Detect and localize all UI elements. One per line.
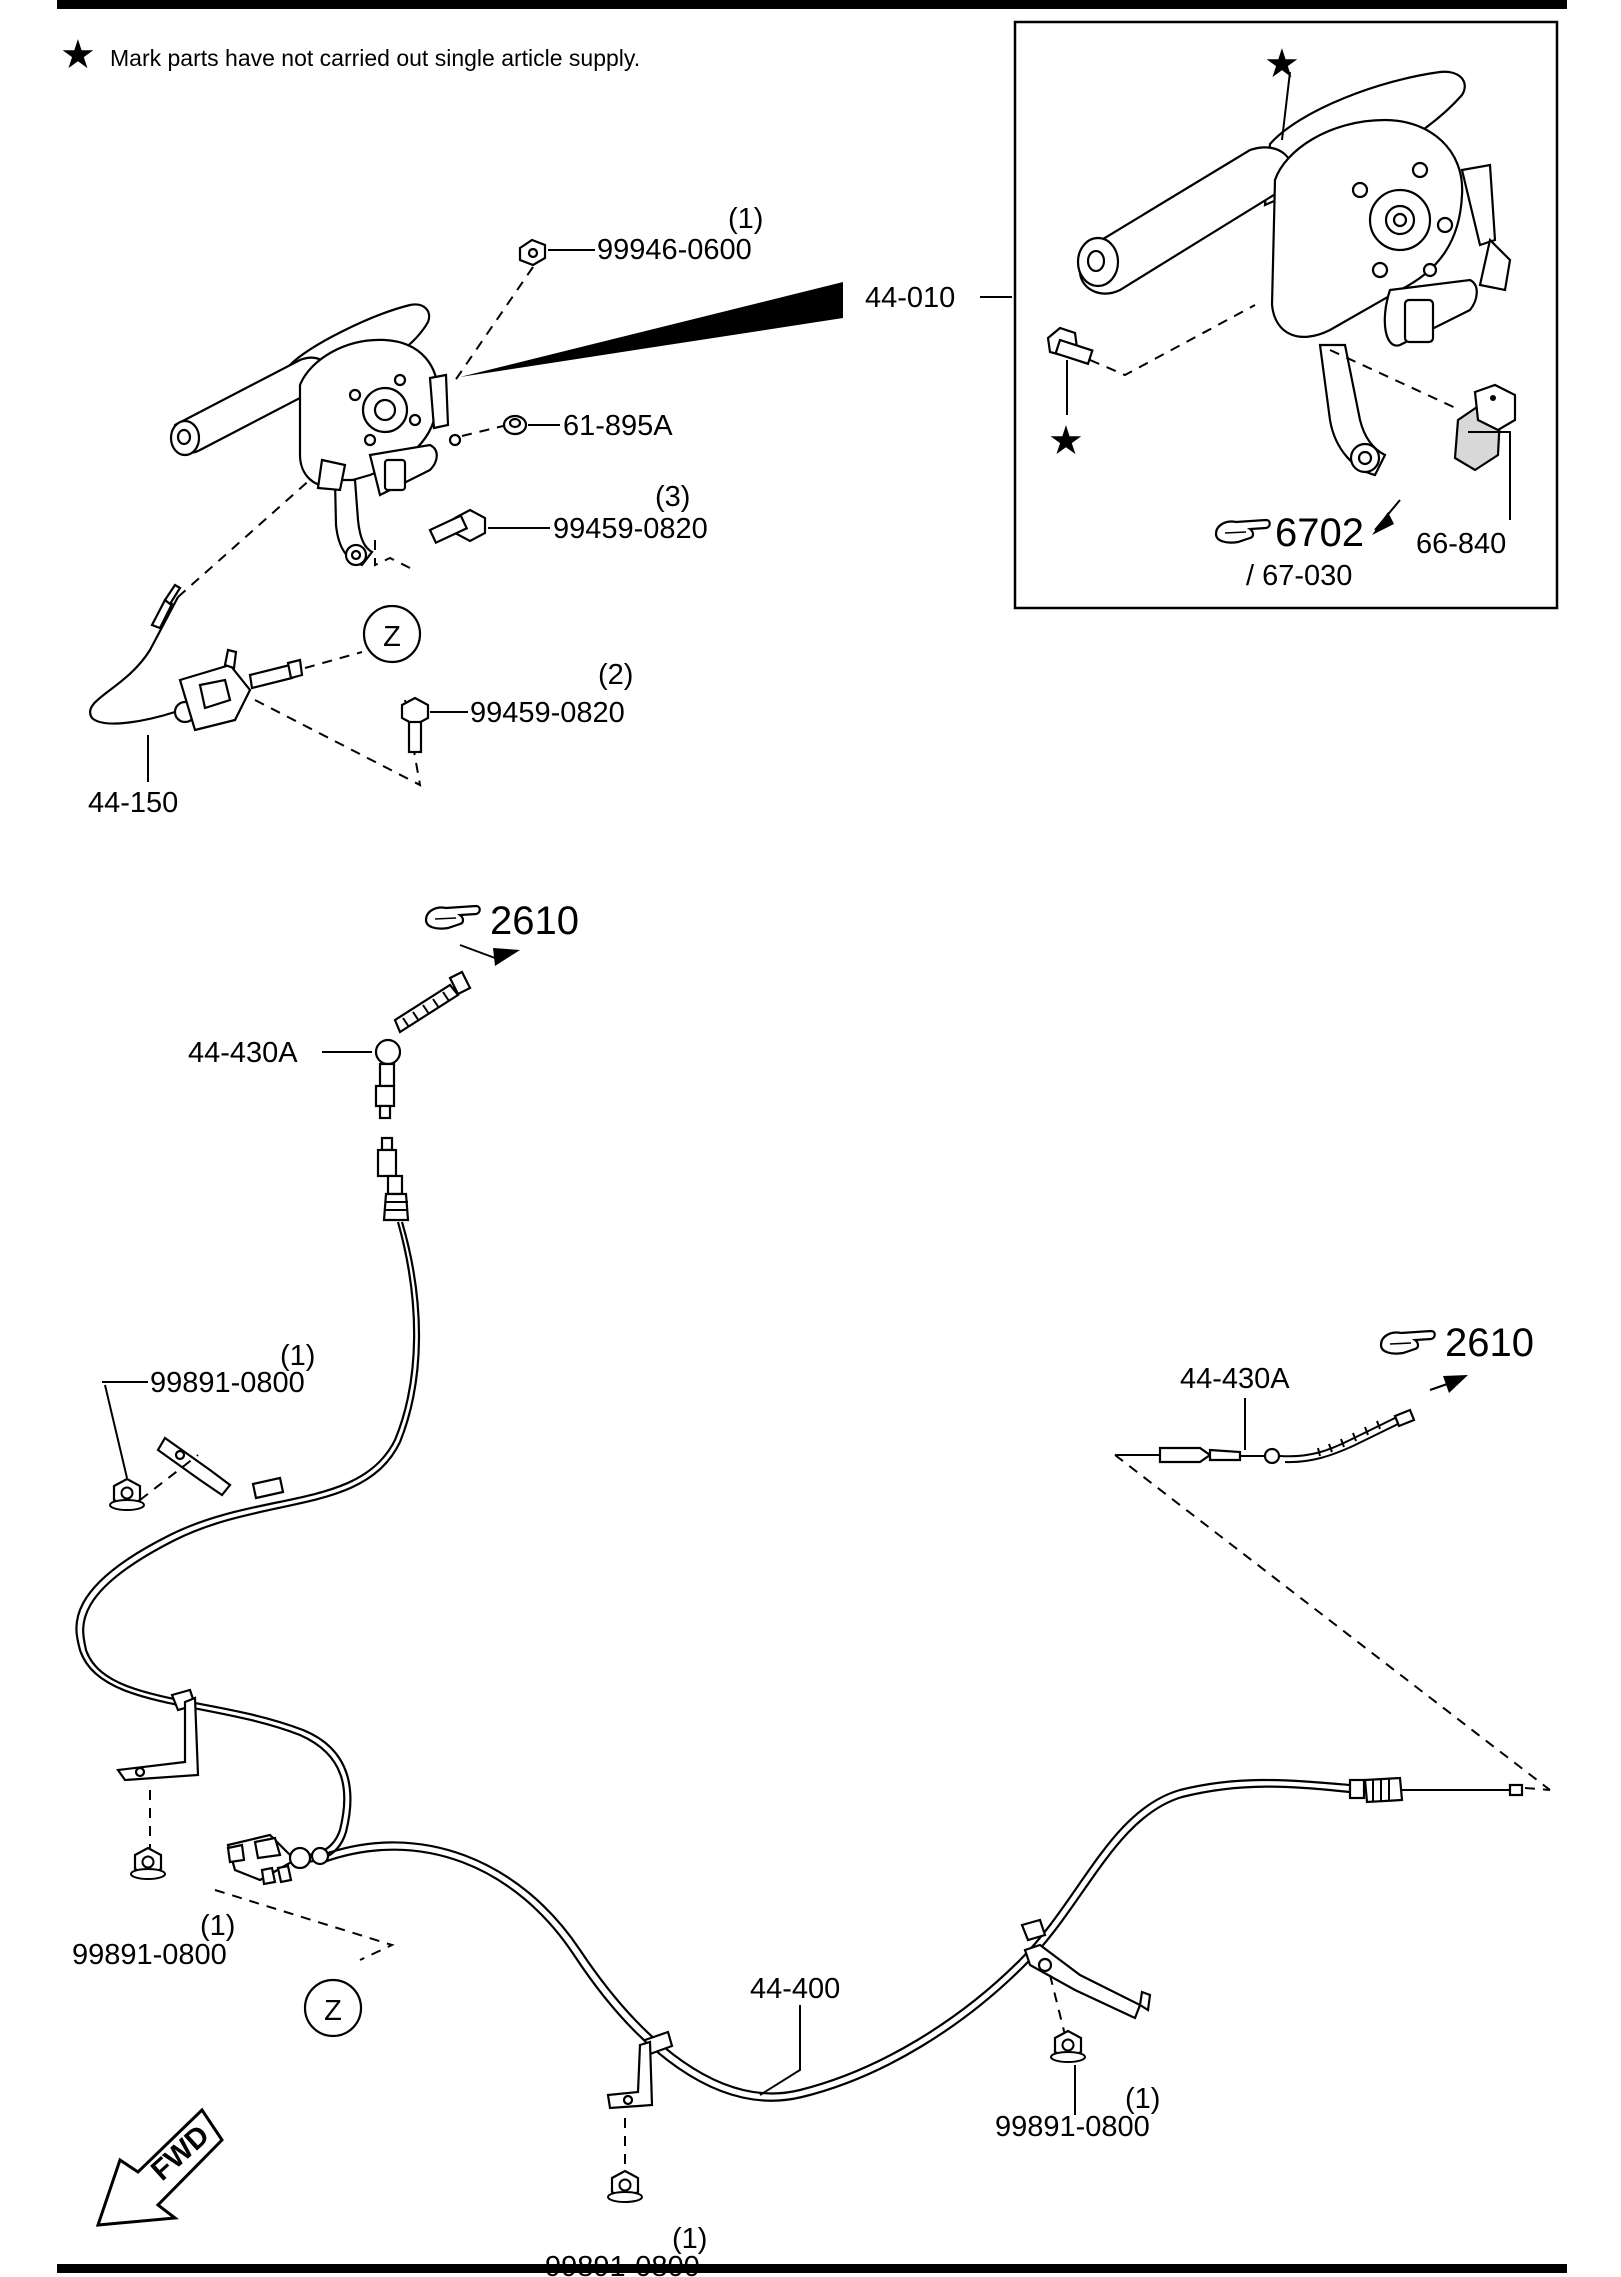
nut-left-upper-part: 99891-0800	[150, 1367, 305, 1399]
view-z-lower: Z	[324, 1995, 342, 2027]
clip-right	[1020, 1918, 1047, 1942]
reference-hand-icon	[1214, 518, 1271, 544]
bracket-right	[1023, 1943, 1152, 2020]
view-z-upper: Z	[383, 621, 401, 653]
bolt-equalizer-qty: (2)	[598, 659, 633, 691]
nut-left-lower-part: 99891-0800	[72, 1939, 227, 1971]
cable-right-piece	[1115, 1408, 1416, 1465]
inset-switch-part: 66-840	[1416, 528, 1506, 560]
nut-left-upper	[108, 1477, 146, 1512]
rear-cable	[75, 1221, 1351, 2102]
bolt-equalizer-part: 99459-0820	[470, 697, 625, 729]
grommet-part: 61-895A	[563, 410, 673, 442]
grommet	[502, 414, 528, 436]
bracket-upper-left	[156, 1436, 232, 1497]
nut-left-upper-qty: (1)	[280, 1340, 315, 1372]
inset-part-number: 44-010	[865, 282, 955, 314]
inset-ref-sub: / 67-030	[1246, 560, 1352, 592]
bracket-center	[606, 2040, 654, 2110]
nut-center-part: 99891-0800	[545, 2251, 700, 2277]
inset-bolt	[1046, 326, 1094, 366]
cable-left-end	[374, 970, 472, 1120]
rear-cable-right-end	[1348, 1776, 1524, 1804]
nut-right-qty: (1)	[1125, 2083, 1160, 2115]
inset-ref-page: 6702	[1275, 511, 1364, 555]
view-z-marker-lower	[303, 1978, 363, 2038]
nut-center	[606, 2169, 644, 2204]
nut-top-qty: (1)	[728, 203, 763, 235]
flange-nut-top	[518, 238, 547, 267]
cable-left-label: 44-430A	[188, 1037, 298, 1069]
inset-star-upper: ★	[1264, 42, 1300, 86]
nut-left-lower-qty: (1)	[200, 1910, 235, 1942]
note-star: ★	[60, 33, 96, 77]
cable-left-joint	[376, 1136, 410, 1222]
inset-star-lower: ★	[1048, 419, 1084, 463]
note-text: Mark parts have not carried out single a…	[110, 45, 640, 71]
ref-right: 2610	[1445, 1321, 1534, 1365]
bolt-equalizer	[400, 696, 430, 754]
reference-hand-icon-left	[424, 904, 481, 930]
bottom-border	[57, 2264, 1567, 2273]
inset-box	[1013, 20, 1559, 610]
front-cable-part: 44-150	[88, 787, 178, 819]
front-cable	[88, 583, 304, 732]
equalizer	[226, 1833, 330, 1886]
bolt-lever-part: 99459-0820	[553, 513, 708, 545]
lever-assembly	[169, 303, 462, 567]
ref-left: 2610	[490, 899, 579, 943]
bracket-lower-left	[116, 1696, 200, 1782]
nut-right-part: 99891-0800	[995, 2111, 1150, 2143]
inset-lever-assembly	[1076, 70, 1512, 477]
view-z-marker-upper	[362, 604, 422, 664]
reference-hand-icon-right	[1379, 1329, 1436, 1355]
nut-left-lower	[129, 1846, 167, 1881]
inset-switch	[1453, 383, 1517, 472]
clip-upper-left	[251, 1476, 285, 1500]
rear-cable-part: 44-400	[750, 1973, 840, 2005]
fwd-arrow-icon	[95, 2107, 224, 2227]
bolt-lever-qty: (3)	[655, 481, 690, 513]
zoom-wedge	[460, 282, 843, 377]
cable-right-label: 44-430A	[1180, 1363, 1290, 1395]
bolt-lever	[428, 508, 487, 545]
nut-right	[1049, 2029, 1087, 2064]
top-border	[57, 0, 1567, 9]
nut-top-part: 99946-0600	[597, 234, 752, 266]
nut-center-qty: (1)	[672, 2223, 707, 2255]
